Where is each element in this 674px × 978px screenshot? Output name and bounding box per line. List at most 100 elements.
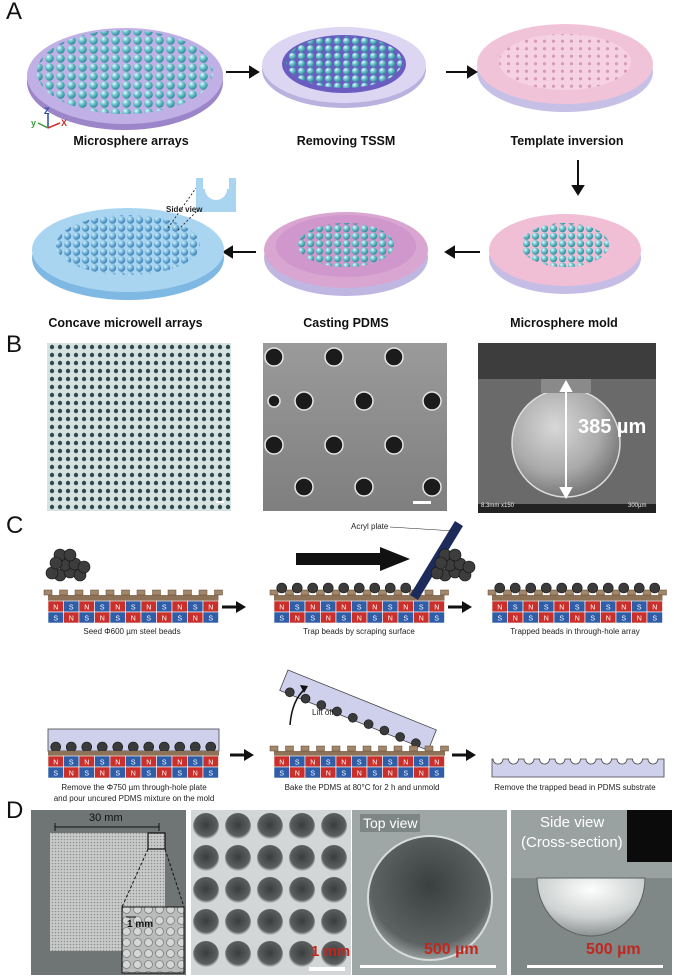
magnet-pole-label: N: [403, 760, 408, 767]
magnet-pole-label: N: [162, 616, 167, 623]
plate-pillar: [424, 745, 434, 752]
magnet-pole-label: S: [434, 616, 439, 623]
panel-b-images: [47, 343, 656, 513]
trapped-bead: [50, 741, 62, 753]
magnet-pole-label: N: [193, 771, 198, 778]
magnet-pole-label: S: [131, 605, 136, 612]
magnet-pole-label: S: [84, 616, 89, 623]
process-arrow-head: [466, 749, 476, 761]
magnet-pole-label: S: [341, 771, 346, 778]
process-arrow-head: [236, 601, 246, 613]
magnet-pole-label: N: [115, 605, 120, 612]
magnet-pole-label: N: [295, 771, 300, 778]
magnet-pole-label: N: [341, 760, 346, 767]
caption-concave-microwell: Concave microwell arrays: [48, 316, 203, 330]
microwell: [193, 813, 219, 839]
magnet-pole-label: S: [295, 760, 300, 767]
plate-pillar: [393, 745, 403, 752]
trapped-bead: [494, 582, 506, 594]
plate-pillar: [409, 745, 418, 752]
trapped-bead: [127, 741, 139, 753]
microwell: [225, 813, 251, 839]
plate-pillar: [59, 589, 68, 596]
microwell: [289, 877, 315, 903]
trapped-bead: [633, 582, 645, 594]
plate-pillar: [347, 745, 356, 752]
side-view-image: [511, 810, 672, 975]
panel-d-images: [31, 810, 672, 975]
magnet-pole-label: S: [544, 605, 549, 612]
microwell: [193, 877, 219, 903]
panel-c-letter: C: [6, 512, 24, 539]
scale-500-side-label: 500 µm: [586, 941, 641, 958]
microsphere-arrays-disk: [27, 28, 223, 130]
microwell: [257, 845, 283, 871]
sem-top-image: [263, 343, 447, 511]
magnet-pole-label: N: [652, 605, 657, 612]
through-hole-plate: [274, 595, 445, 601]
caption-removing-tssm: Removing TSSM: [296, 134, 396, 148]
magnet-pole-label: S: [310, 771, 315, 778]
axis-x-label: X: [61, 118, 68, 128]
trapped-bead: [96, 741, 108, 753]
panel-b-letter: B: [6, 331, 23, 358]
magnet-pole-label: N: [621, 605, 626, 612]
magnet-pole-label: S: [419, 605, 424, 612]
trapped-bead: [112, 741, 124, 753]
panel-d-letter: D: [6, 797, 24, 824]
caption-microsphere-arrays: Microsphere arrays: [73, 134, 189, 148]
magnet-pole-label: N: [100, 616, 105, 623]
acryl-plate-label: Acryl plate: [351, 522, 389, 531]
magnet-pole-label: S: [497, 616, 502, 623]
plate-pillar: [43, 589, 53, 596]
magnet-pole-label: S: [388, 605, 393, 612]
trapped-bead: [525, 582, 537, 594]
magnet-pole-label: N: [162, 771, 167, 778]
magnet-pole-label: N: [606, 616, 611, 623]
microwell: [321, 845, 347, 871]
sem-footer-left: 8.3mm x150: [481, 503, 515, 509]
magnet-pole-label: S: [637, 605, 642, 612]
plate-pillar: [580, 589, 590, 596]
plate-pillar: [565, 589, 574, 596]
plate-pillar: [393, 589, 403, 596]
trapped-bead: [369, 582, 381, 594]
embedded-bead: [332, 706, 342, 717]
plate-pillar: [378, 745, 387, 752]
magnet-bottom: [202, 611, 219, 624]
magnet-pole-label: N: [528, 605, 533, 612]
plate-pillar: [198, 589, 208, 596]
magnet-pole-label: N: [208, 760, 213, 767]
magnet-pole-label: S: [326, 760, 331, 767]
plate-pillar: [424, 589, 434, 596]
plate-pillar: [167, 589, 177, 596]
plate-pillar: [269, 745, 279, 752]
trapped-bead: [174, 741, 186, 753]
microwell: [257, 813, 283, 839]
magnet-pole-label: S: [388, 760, 393, 767]
caption-casting-pdms: Casting PDMS: [303, 316, 389, 330]
plate-pillar: [362, 589, 372, 596]
scale-500-top-label: 500 µm: [424, 941, 479, 958]
magnet-pole-label: S: [53, 616, 58, 623]
magnet-pole-label: N: [115, 760, 120, 767]
plate-pillar: [285, 589, 294, 596]
magnet-pole-label: S: [372, 616, 377, 623]
magnet-pole-label: S: [146, 771, 151, 778]
lifted-pdms: [279, 669, 437, 751]
mold-base: [48, 751, 219, 756]
magnet-pole-label: N: [372, 760, 377, 767]
steel-bead: [462, 560, 476, 574]
process-arrow-head: [244, 749, 254, 761]
plate-pillar: [121, 589, 130, 596]
magnet-pole-label: S: [208, 771, 213, 778]
trapped-bead: [353, 582, 365, 594]
magnet-pole-label: N: [177, 760, 182, 767]
magnet-pole-label: N: [357, 771, 362, 778]
microwell: [193, 909, 219, 935]
trapped-bead: [400, 582, 412, 594]
step-5-caption: Bake the PDMS at 80°C for 2 h and unmold: [284, 783, 440, 792]
plate-pillar: [627, 589, 636, 596]
plate-pillar: [378, 589, 387, 596]
side-view-label-d2: (Cross-section): [521, 834, 623, 851]
